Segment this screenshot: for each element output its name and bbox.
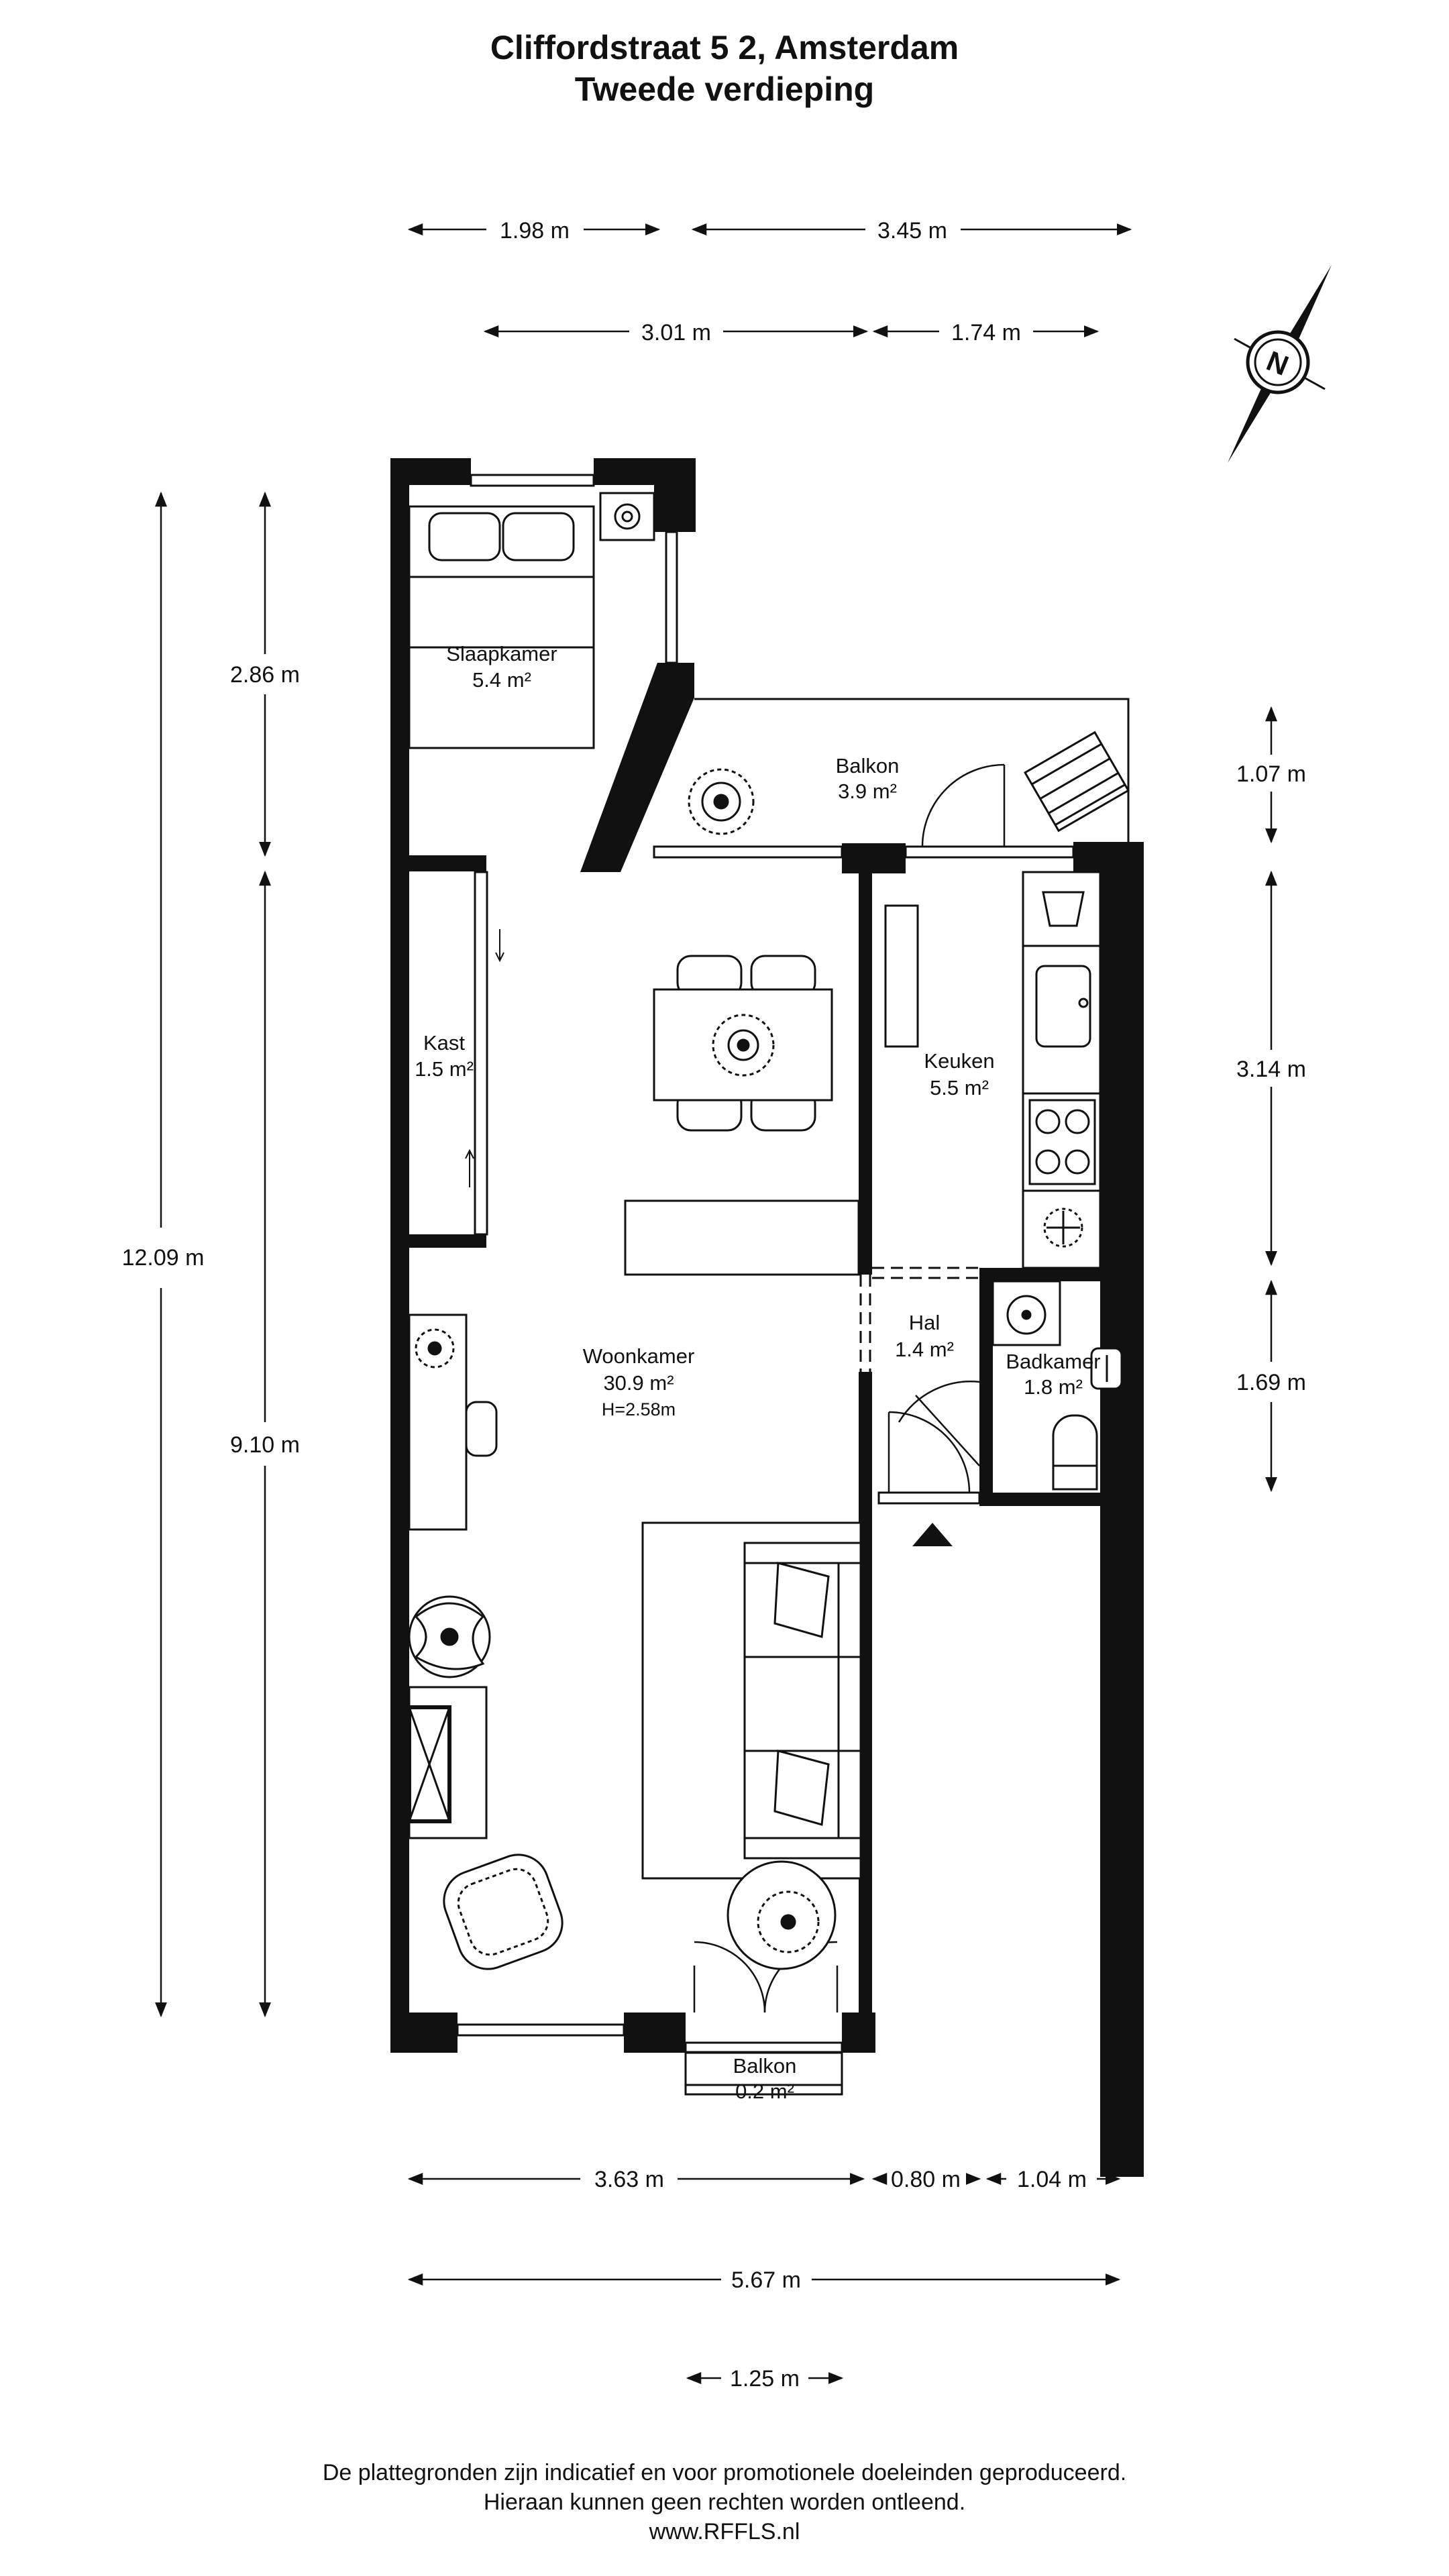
room-name-balkon-bottom: Balkon	[733, 2054, 797, 2078]
room-area-slaapkamer: 5.4 m²	[472, 668, 531, 692]
dim-left-upper: 2.86 m	[230, 662, 300, 688]
kast-doors	[474, 871, 488, 1236]
sink-icon	[1035, 965, 1091, 1048]
bed-icon	[408, 505, 595, 749]
room-name-badkamer: Badkamer	[1006, 1350, 1100, 1373]
dim-bottom-1: 3.63 m	[594, 2167, 664, 2192]
kast-slide-arrows	[465, 929, 504, 1187]
room-name-kast: Kast	[423, 1031, 465, 1055]
dim-second-right: 1.74 m	[951, 320, 1021, 345]
dim-right-3: 1.69 m	[1236, 1370, 1306, 1395]
kitchen-counter-icon	[1022, 871, 1102, 1269]
dim-top-left: 1.98 m	[500, 218, 570, 244]
room-height-woonkamer: H=2.58m	[602, 1399, 676, 1419]
nightstand-lamp-icon	[599, 492, 655, 541]
plant-icon-living	[408, 1595, 491, 1678]
toilet-icon	[1052, 1414, 1098, 1491]
entrance-threshold	[877, 1491, 981, 1505]
compass-icon: N	[1228, 265, 1332, 463]
sideboard-icon	[624, 1199, 860, 1276]
room-area-keuken: 5.5 m²	[930, 1076, 989, 1099]
shower-tap-icon	[1090, 1347, 1123, 1390]
dim-right-1: 1.07 m	[1236, 761, 1306, 787]
entrance-arrow-icon	[912, 1523, 953, 1546]
desk-icon	[408, 1313, 498, 1531]
dim-second-left: 3.01 m	[641, 320, 711, 345]
kitchen-cabinet-icon	[884, 904, 919, 1048]
dim-bottom-3: 1.04 m	[1017, 2167, 1087, 2192]
room-name-hal: Hal	[909, 1311, 941, 1334]
dim-left-lower: 9.10 m	[230, 1432, 300, 1458]
balcony-window	[653, 845, 843, 859]
dim-right-2: 3.14 m	[1236, 1057, 1306, 1082]
walls	[390, 458, 1144, 2177]
room-name-slaapkamer: Slaapkamer	[446, 642, 557, 665]
room-name-woonkamer: Woonkamer	[583, 1344, 695, 1368]
door-swings	[693, 763, 1006, 2013]
dim-bottom-balcony: 1.25 m	[730, 2366, 800, 2392]
balcony-door-frame	[904, 845, 1075, 859]
plant-icon-balcony	[688, 768, 755, 835]
floor-title: Tweede verdieping	[574, 70, 875, 108]
room-name-keuken: Keuken	[924, 1049, 994, 1073]
footer-disclaimer-2: Hieraan kunnen geen rechten worden ontle…	[483, 2489, 966, 2515]
dining-table-icon	[653, 955, 833, 1132]
room-area-badkamer: 1.8 m²	[1024, 1375, 1083, 1399]
room-name-balkon-top: Balkon	[836, 754, 900, 777]
dim-left-total: 12.09 m	[122, 1245, 205, 1271]
side-table-plant-icon	[727, 1860, 837, 1970]
room-area-balkon-bottom: 0.2 m²	[735, 2080, 794, 2103]
room-area-balkon-top: 3.9 m²	[838, 780, 897, 803]
washbasin-icon	[991, 1280, 1061, 1346]
armchair-icon	[443, 1854, 564, 1970]
fridge-icon	[1042, 891, 1085, 927]
dim-bottom-2: 0.80 m	[891, 2167, 961, 2192]
dim-bottom-total: 5.67 m	[731, 2267, 801, 2293]
room-area-hal: 1.4 m²	[895, 1338, 954, 1361]
stove-icon	[1028, 1099, 1096, 1185]
balcony-top-outline	[694, 698, 1130, 842]
room-area-kast: 1.5 m²	[415, 1057, 474, 1081]
bedroom-window	[470, 474, 595, 487]
address-title: Cliffordstraat 5 2, Amsterdam	[490, 29, 959, 66]
bedroom-side-window	[665, 531, 678, 664]
balcony-chair-icon	[1023, 731, 1130, 833]
dishwasher-icon	[1043, 1208, 1083, 1248]
footer-disclaimer-1: De plattegronden zijn indicatief en voor…	[322, 2460, 1127, 2485]
room-area-woonkamer: 30.9 m²	[603, 1371, 674, 1395]
cabinet-icon	[407, 1686, 488, 1839]
sofa-icon	[743, 1542, 862, 1860]
living-window	[456, 2023, 625, 2037]
footer-website: www.RFFLS.nl	[649, 2519, 800, 2544]
dim-top-right: 3.45 m	[877, 218, 947, 244]
